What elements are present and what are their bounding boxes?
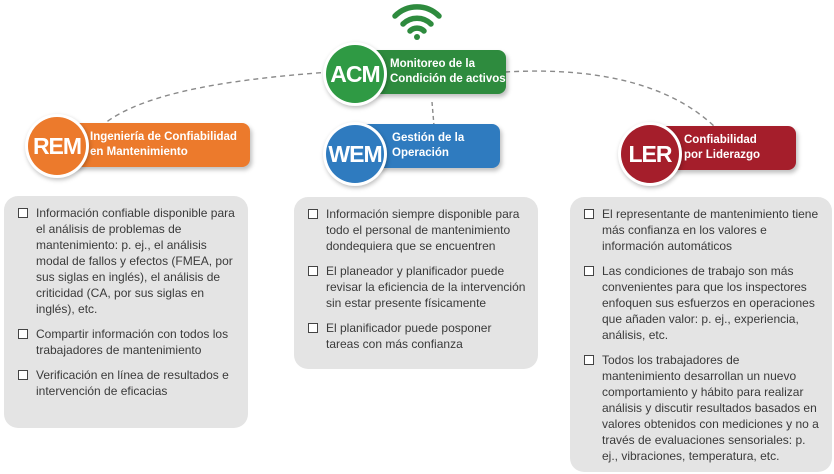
list-item: Verificación en línea de resultados e in… xyxy=(18,367,236,399)
checkbox-icon xyxy=(584,266,594,276)
rem-badge: REM xyxy=(28,117,86,175)
acm-label-line2: Condición de activos xyxy=(390,73,506,85)
acm-label-line1: Monitoreo de la xyxy=(390,58,475,70)
checkbox-icon xyxy=(308,323,318,333)
checkbox-icon xyxy=(584,355,594,365)
wem-label-line2: Operación xyxy=(392,147,449,159)
list-item: Compartir información con todos los trab… xyxy=(18,326,236,358)
checkbox-icon xyxy=(584,209,594,219)
rem-panel: Información confiable disponible para el… xyxy=(4,196,248,428)
checkbox-icon xyxy=(18,208,28,218)
rem-list: Información confiable disponible para el… xyxy=(18,205,236,399)
list-item: Todos los trabajadores de mantenimiento … xyxy=(584,352,820,464)
checkbox-icon xyxy=(308,209,318,219)
checkbox-icon xyxy=(18,370,28,380)
rem-abbr: REM xyxy=(32,132,82,159)
ler-badge: LER xyxy=(621,125,679,183)
checkbox-icon xyxy=(18,329,28,339)
checkbox-icon xyxy=(308,266,318,276)
wem-list: Información siempre disponible para todo… xyxy=(308,206,526,352)
list-item: Las condiciones de trabajo son más conve… xyxy=(584,263,820,343)
list-item: El planificador puede posponer tareas co… xyxy=(308,320,526,352)
wem-label-line1: Gestión de la xyxy=(392,132,465,144)
acm-abbr: ACM xyxy=(330,60,380,87)
ler-label-line2: por Liderazgo xyxy=(684,149,761,161)
ler-label-line1: Confiabilidad xyxy=(684,134,757,146)
acm-badge: ACM xyxy=(326,45,384,103)
wem-panel: Información siempre disponible para todo… xyxy=(294,197,538,369)
list-item: Información siempre disponible para todo… xyxy=(308,206,526,254)
rem-label-line2: en Mantenimiento xyxy=(90,146,188,158)
wem-abbr: WEM xyxy=(328,140,382,167)
list-item: El representante de mantenimiento tiene … xyxy=(584,206,820,254)
wem-badge: WEM xyxy=(326,125,384,183)
ler-abbr: LER xyxy=(628,140,673,167)
rem-label-line1: Ingeniería de Confiabilidad xyxy=(90,131,237,143)
ler-list: El representante de mantenimiento tiene … xyxy=(584,206,820,464)
list-item: El planeador y planificador puede revisa… xyxy=(308,263,526,311)
ler-panel: El representante de mantenimiento tiene … xyxy=(570,197,832,472)
wifi-icon xyxy=(392,4,442,40)
list-item: Información confiable disponible para el… xyxy=(18,205,236,317)
